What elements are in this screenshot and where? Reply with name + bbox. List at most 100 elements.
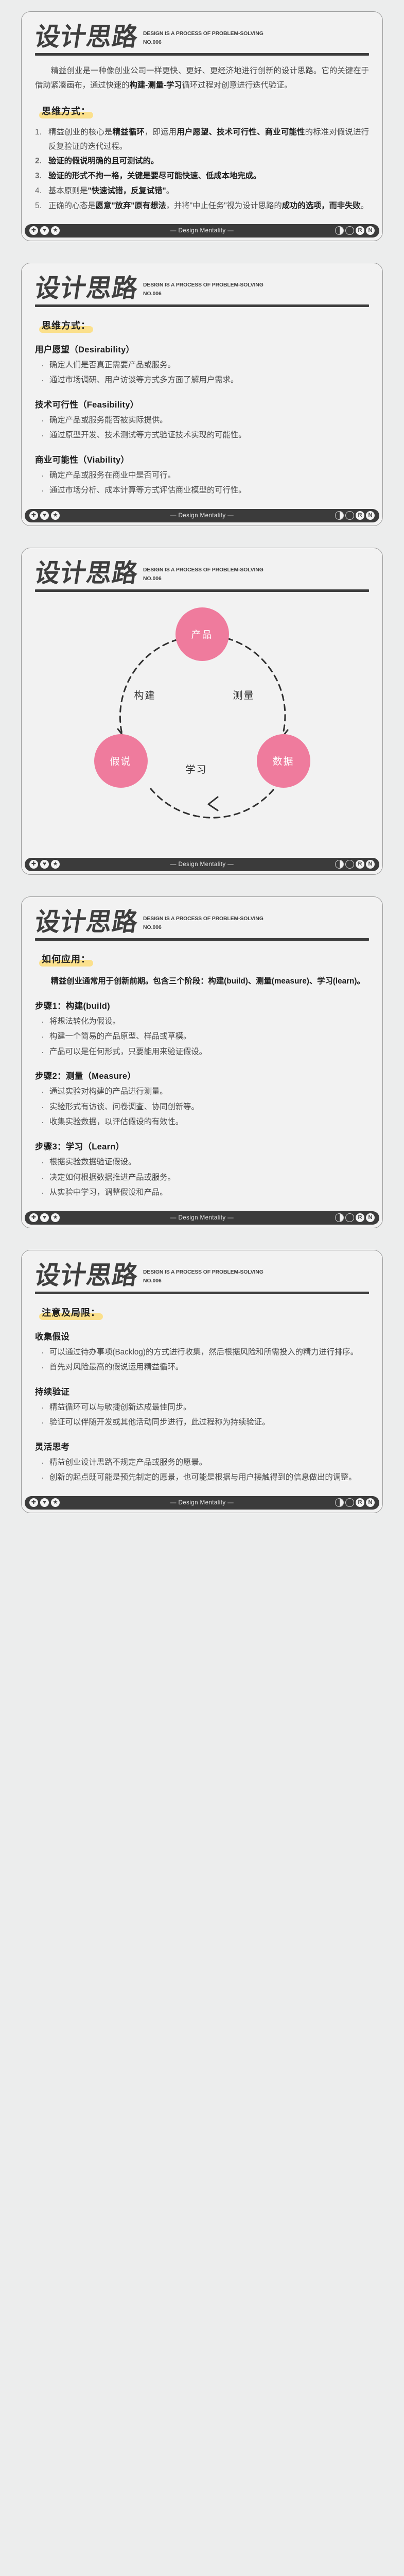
subtitle-line-2: NO.006	[143, 575, 162, 582]
section-heading-wrap: 思维方式：	[39, 104, 370, 118]
bullet-list: 确定产品或服务能否被实际提供。通过原型开发、技术测试等方式验证技术实现的可能性。	[40, 412, 369, 444]
card-caveats: 设计思路 DESIGN IS A PROCESS OF PROBLEM-SOLV…	[21, 1249, 383, 1513]
node-data[interactable]: 数据	[256, 734, 310, 788]
page-title: 设计思路	[32, 558, 140, 588]
plus-icon[interactable]: ✚	[29, 1498, 38, 1507]
heart-icon[interactable]: ♥	[40, 1498, 49, 1507]
circle-icon	[345, 226, 354, 235]
section-heading-highlight: 思维方式：	[39, 104, 93, 118]
list-item: 通过原型开发、技术测试等方式验证技术实现的可能性。	[40, 427, 369, 444]
content-group: 技术可行性（Feasibility） 确定产品或服务能否被实际提供。通过原型开发、…	[34, 398, 370, 444]
header-subtitle: DESIGN IS A PROCESS OF PROBLEM-SOLVING N…	[143, 567, 264, 585]
plus-icon[interactable]: ✚	[29, 226, 38, 235]
node-hypothesis[interactable]: 假说	[94, 734, 148, 788]
half-circle-icon	[335, 1213, 344, 1223]
section-heading-text: 注意及局限：	[42, 1307, 100, 1318]
subtitle-line-1: DESIGN IS A PROCESS OF PROBLEM-SOLVING	[143, 30, 264, 37]
group-list: 用户愿望（Desirability）确定人们是否真正需要产品或服务。通过市场调研…	[34, 343, 370, 499]
list-item: 从实验中学习，调整假设和产品。	[40, 1184, 369, 1201]
letter-r-icon: R	[356, 511, 364, 520]
group-heading: 步骤3：学习（Learn）	[35, 1142, 125, 1152]
header-divider	[35, 938, 369, 941]
content-group: 步骤2：测量（Measure）通过实验对构建的产品进行测量。实验形式有访谈、问卷…	[34, 1069, 370, 1130]
plus-icon[interactable]: ✚	[29, 1213, 38, 1223]
footer-left-icons: ✚ ♥ ★	[29, 226, 60, 235]
subtitle-line-1: DESIGN IS A PROCESS OF PROBLEM-SOLVING	[143, 567, 264, 573]
half-circle-icon	[335, 226, 344, 235]
star-icon[interactable]: ★	[51, 226, 60, 235]
list-item: 确定产品或服务能否被实际提供。	[40, 412, 369, 429]
subtitle-line-2: NO.006	[143, 40, 162, 45]
section-heading-text: 如何应用：	[42, 954, 91, 964]
footer-right-icons: R N	[335, 226, 375, 235]
bullet-list: 精益循环可以与敏捷创新达成最佳同步。验证可以伴随开发或其他活动同步进行，此过程称…	[40, 1399, 369, 1431]
footer-left-icons: ✚ ♥ ★	[29, 1498, 60, 1507]
node-product[interactable]: 产品	[175, 607, 229, 661]
list-item: 精益创业的核心是精益循环，即运用用户愿望、技术可行性、商业可能性的标准对假说进行…	[35, 125, 369, 151]
heart-icon[interactable]: ♥	[40, 1213, 49, 1223]
subtitle-line-1: DESIGN IS A PROCESS OF PROBLEM-SOLVING	[143, 282, 264, 288]
heart-icon[interactable]: ♥	[40, 226, 49, 235]
group-list: 步骤1：构建(build)将想法转化为假设。构建一个简易的产品原型、样品或草模。…	[34, 999, 370, 1201]
card-header: 设计思路 DESIGN IS A PROCESS OF PROBLEM-SOLV…	[32, 22, 370, 52]
star-icon[interactable]: ★	[51, 1213, 60, 1223]
bullet-list: 确定人们是否真正需要产品或服务。通过市场调研、用户访谈等方式多方面了解用户需求。	[40, 357, 369, 388]
content-group: 收集假设可以通过待办事项(Backlog)的方式进行收集，然后根据风险和所需投入…	[34, 1330, 370, 1376]
group-heading: 收集假设	[35, 1332, 70, 1342]
section-heading-wrap: 注意及局限：	[39, 1306, 370, 1320]
half-circle-icon	[335, 511, 344, 520]
card-diagram: 设计思路 DESIGN IS A PROCESS OF PROBLEM-SOLV…	[21, 547, 383, 875]
content-group: 步骤1：构建(build)将想法转化为假设。构建一个简易的产品原型、样品或草模。…	[34, 999, 370, 1060]
header-subtitle: DESIGN IS A PROCESS OF PROBLEM-SOLVING N…	[143, 30, 264, 49]
card-footer-bar: ✚ ♥ ★ — Design Mentality — R N	[25, 1211, 379, 1225]
group-list: 收集假设可以通过待办事项(Backlog)的方式进行收集，然后根据风险和所需投入…	[34, 1330, 370, 1486]
letter-r-icon: R	[356, 860, 364, 869]
bullet-list: 根据实验数据验证假设。决定如何根据数据推进产品或服务。从实验中学习，调整假设和产…	[40, 1154, 369, 1201]
list-item: 精益循环可以与敏捷创新达成最佳同步。	[40, 1399, 369, 1416]
heart-icon[interactable]: ♥	[40, 860, 49, 869]
numbered-list: 精益创业的核心是精益循环，即运用用户愿望、技术可行性、商业可能性的标准对假说进行…	[35, 125, 369, 213]
footer-right-icons: R N	[335, 511, 375, 520]
page-title: 设计思路	[32, 22, 140, 52]
footer-brand: — Design Mentality —	[170, 861, 234, 868]
group-heading: 技术可行性（Feasibility）	[35, 400, 139, 410]
page-title: 设计思路	[32, 273, 140, 303]
subtitle-line-1: DESIGN IS A PROCESS OF PROBLEM-SOLVING	[143, 916, 264, 922]
apply-intro: 精益创业通常用于创新前期。包含三个阶段：构建(build)、测量(measure…	[50, 977, 365, 986]
list-item: 首先对风险最高的假说运用精益循环。	[40, 1359, 369, 1376]
list-item: 通过市场调研、用户访谈等方式多方面了解用户需求。	[40, 372, 369, 388]
section-heading-highlight: 注意及局限：	[39, 1306, 103, 1320]
edge-label-learn: 学习	[185, 764, 207, 775]
section-heading-highlight: 如何应用：	[39, 952, 93, 967]
card-footer-bar: ✚ ♥ ★ — Design Mentality — R N	[25, 1496, 379, 1510]
star-icon[interactable]: ★	[51, 860, 60, 869]
letter-n-icon: N	[366, 511, 375, 520]
list-item: 将想法转化为假设。	[40, 1013, 369, 1030]
plus-icon[interactable]: ✚	[29, 511, 38, 520]
list-item: 基本原则是"快速试错，反复试错"。	[35, 184, 174, 198]
list-item: 决定如何根据数据推进产品或服务。	[40, 1170, 369, 1186]
section-heading-highlight: 思维方式：	[39, 318, 93, 333]
subtitle-line-1: DESIGN IS A PROCESS OF PROBLEM-SOLVING	[143, 1269, 264, 1275]
list-item: 验证的形式不拘一格，关键是要尽可能快速、低成本地完成。	[35, 169, 261, 183]
list-item: 精益创业设计思路不规定产品或服务的愿景。	[40, 1454, 369, 1471]
card-intro: 设计思路 DESIGN IS A PROCESS OF PROBLEM-SOLV…	[21, 11, 383, 241]
card-header: 设计思路 DESIGN IS A PROCESS OF PROBLEM-SOLV…	[33, 907, 370, 937]
group-heading: 商业可能性（Viability）	[35, 455, 130, 465]
content-group: 用户愿望（Desirability）确定人们是否真正需要产品或服务。通过市场调研…	[34, 343, 370, 388]
card-header: 设计思路 DESIGN IS A PROCESS OF PROBLEM-SOLV…	[33, 1261, 370, 1290]
letter-r-icon: R	[356, 1213, 364, 1223]
card-header: 设计思路 DESIGN IS A PROCESS OF PROBLEM-SOLV…	[32, 558, 370, 588]
list-item: 通过实验对构建的产品进行测量。	[40, 1083, 369, 1100]
subtitle-line-2: NO.006	[143, 1278, 162, 1284]
group-heading: 持续验证	[35, 1387, 70, 1397]
content-group: 商业可能性（Viability）确定产品或服务在商业中是否可行。通过市场分析、成…	[34, 453, 370, 499]
plus-icon[interactable]: ✚	[29, 860, 38, 869]
letter-n-icon: N	[366, 1213, 375, 1223]
letter-r-icon: R	[356, 1498, 364, 1507]
star-icon[interactable]: ★	[51, 1498, 60, 1507]
heart-icon[interactable]: ♥	[40, 511, 49, 520]
star-icon[interactable]: ★	[51, 511, 60, 520]
intro-paragraph: 精益创业是一种像创业公司一样更快、更好、更经济地进行创新的设计思路。它的关键在于…	[35, 66, 369, 90]
list-item: 验证的假说明确的且可测试的。	[35, 154, 159, 168]
